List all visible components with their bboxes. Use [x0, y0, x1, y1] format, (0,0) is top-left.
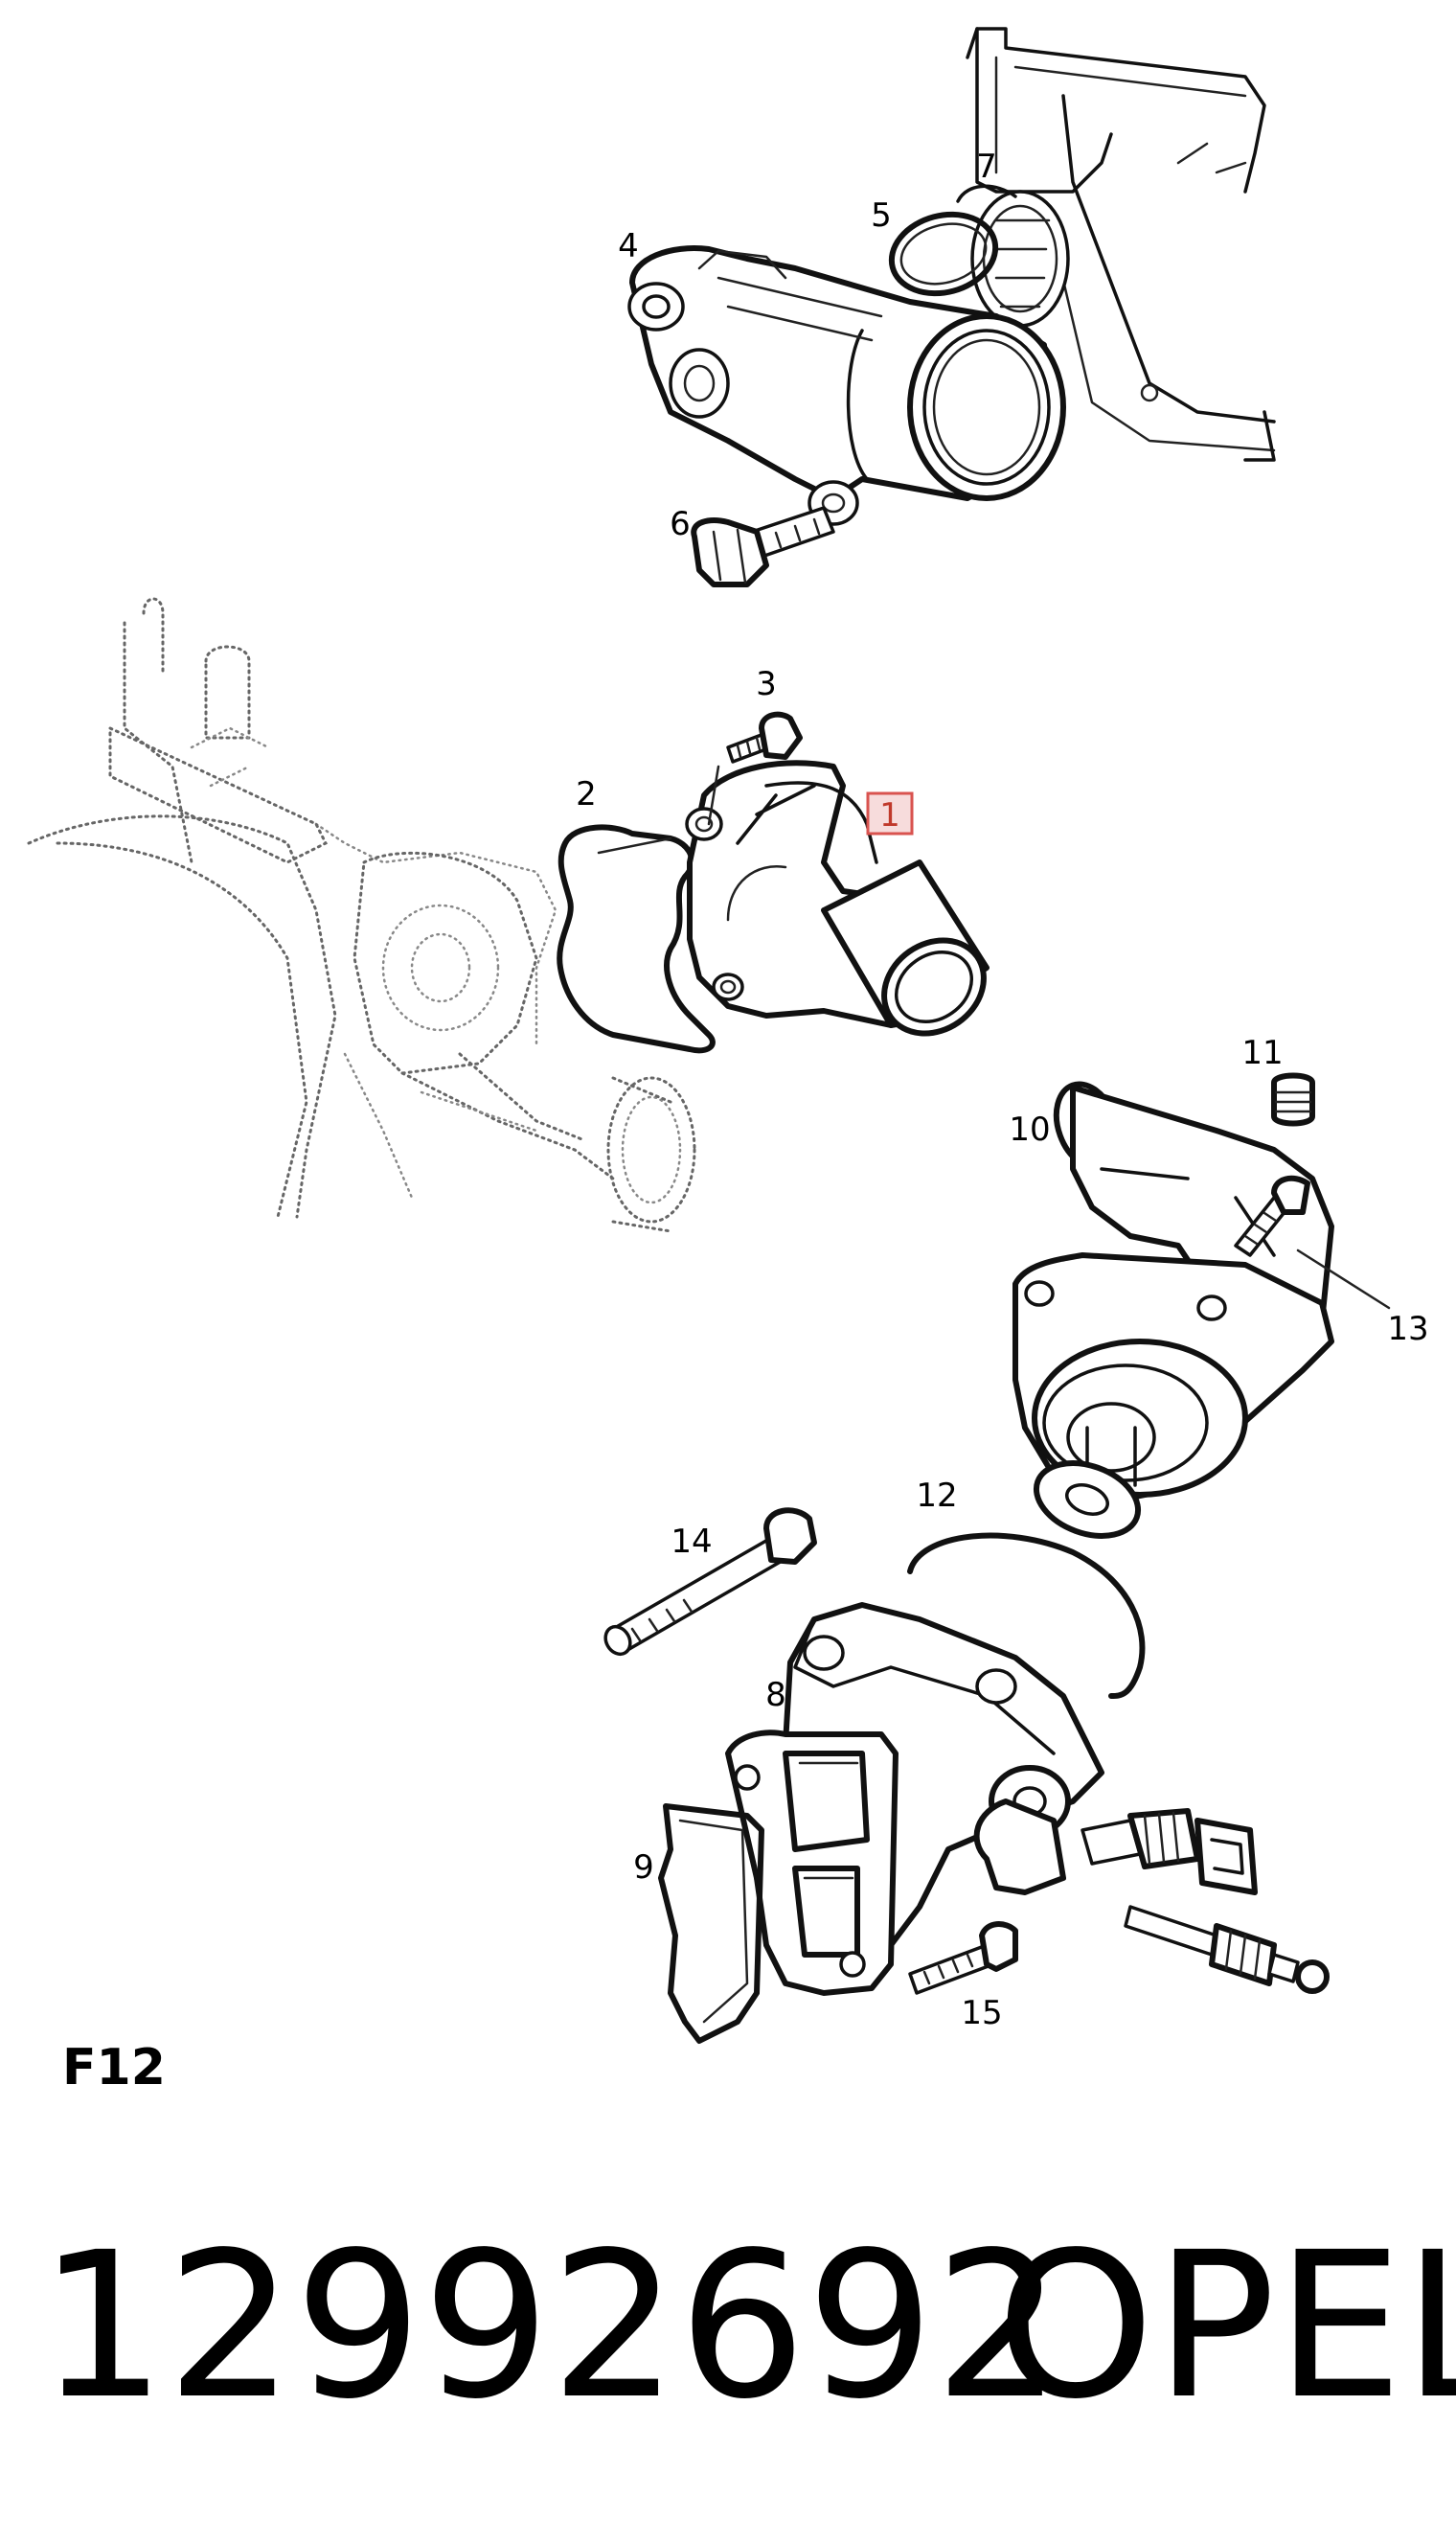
section-code: F12	[62, 2039, 166, 2096]
temperature-sensor-lower	[1124, 1905, 1330, 1994]
bolt-3	[707, 711, 803, 826]
o-ring-seal-5	[888, 211, 999, 297]
bolt-14	[603, 1507, 817, 1657]
callout-label-8[interactable]: 8	[765, 1676, 786, 1714]
brand-name: OPEL	[996, 2209, 1456, 2443]
gasket-9	[658, 1803, 764, 2044]
callout-label-6[interactable]: 6	[670, 505, 691, 543]
callout-1-highlight-box	[866, 791, 914, 836]
thermostat-housing-upper	[627, 245, 1066, 526]
thermostat-housing-part-1	[685, 760, 990, 1037]
callout-label-5[interactable]: 5	[871, 196, 892, 235]
engine-block-outline	[966, 27, 1276, 462]
plug-11	[1271, 1072, 1315, 1127]
callout-label-9[interactable]: 9	[633, 1848, 654, 1887]
callout-label-7[interactable]: 7	[976, 148, 997, 186]
o-ring-12	[907, 1532, 1146, 1699]
housing-flange-8	[725, 1602, 1104, 1996]
part-number: 12992692	[38, 2209, 1062, 2443]
callout-label-10[interactable]: 10	[1009, 1111, 1050, 1149]
callout-label-14[interactable]: 14	[671, 1523, 712, 1561]
callout-labels: 1 2 3 4 5 6 7 8 9 10 11 12 13 14 15	[576, 148, 1428, 2032]
gasket-ring-2	[557, 824, 716, 1054]
callout-label-11[interactable]: 11	[1241, 1034, 1283, 1072]
callout-label-13[interactable]: 13	[1387, 1310, 1428, 1348]
thermostat-housing-10	[1012, 1081, 1334, 1539]
callout-label-1[interactable]: 1	[879, 796, 900, 835]
temperature-sensor-upper	[1081, 1808, 1258, 1895]
callout-label-15[interactable]: 15	[961, 1994, 1002, 2032]
bolt-13	[1234, 1175, 1391, 1310]
callout-label-4[interactable]: 4	[618, 227, 639, 265]
callout-label-3[interactable]: 3	[756, 665, 777, 703]
engine-background-dotted	[27, 597, 696, 1233]
callout-label-12[interactable]: 12	[916, 1477, 957, 1515]
callout-label-2[interactable]: 2	[576, 775, 597, 813]
thermostat-insert	[956, 184, 1070, 328]
bolt-15	[908, 1921, 1018, 1995]
bolt-6	[691, 506, 835, 587]
